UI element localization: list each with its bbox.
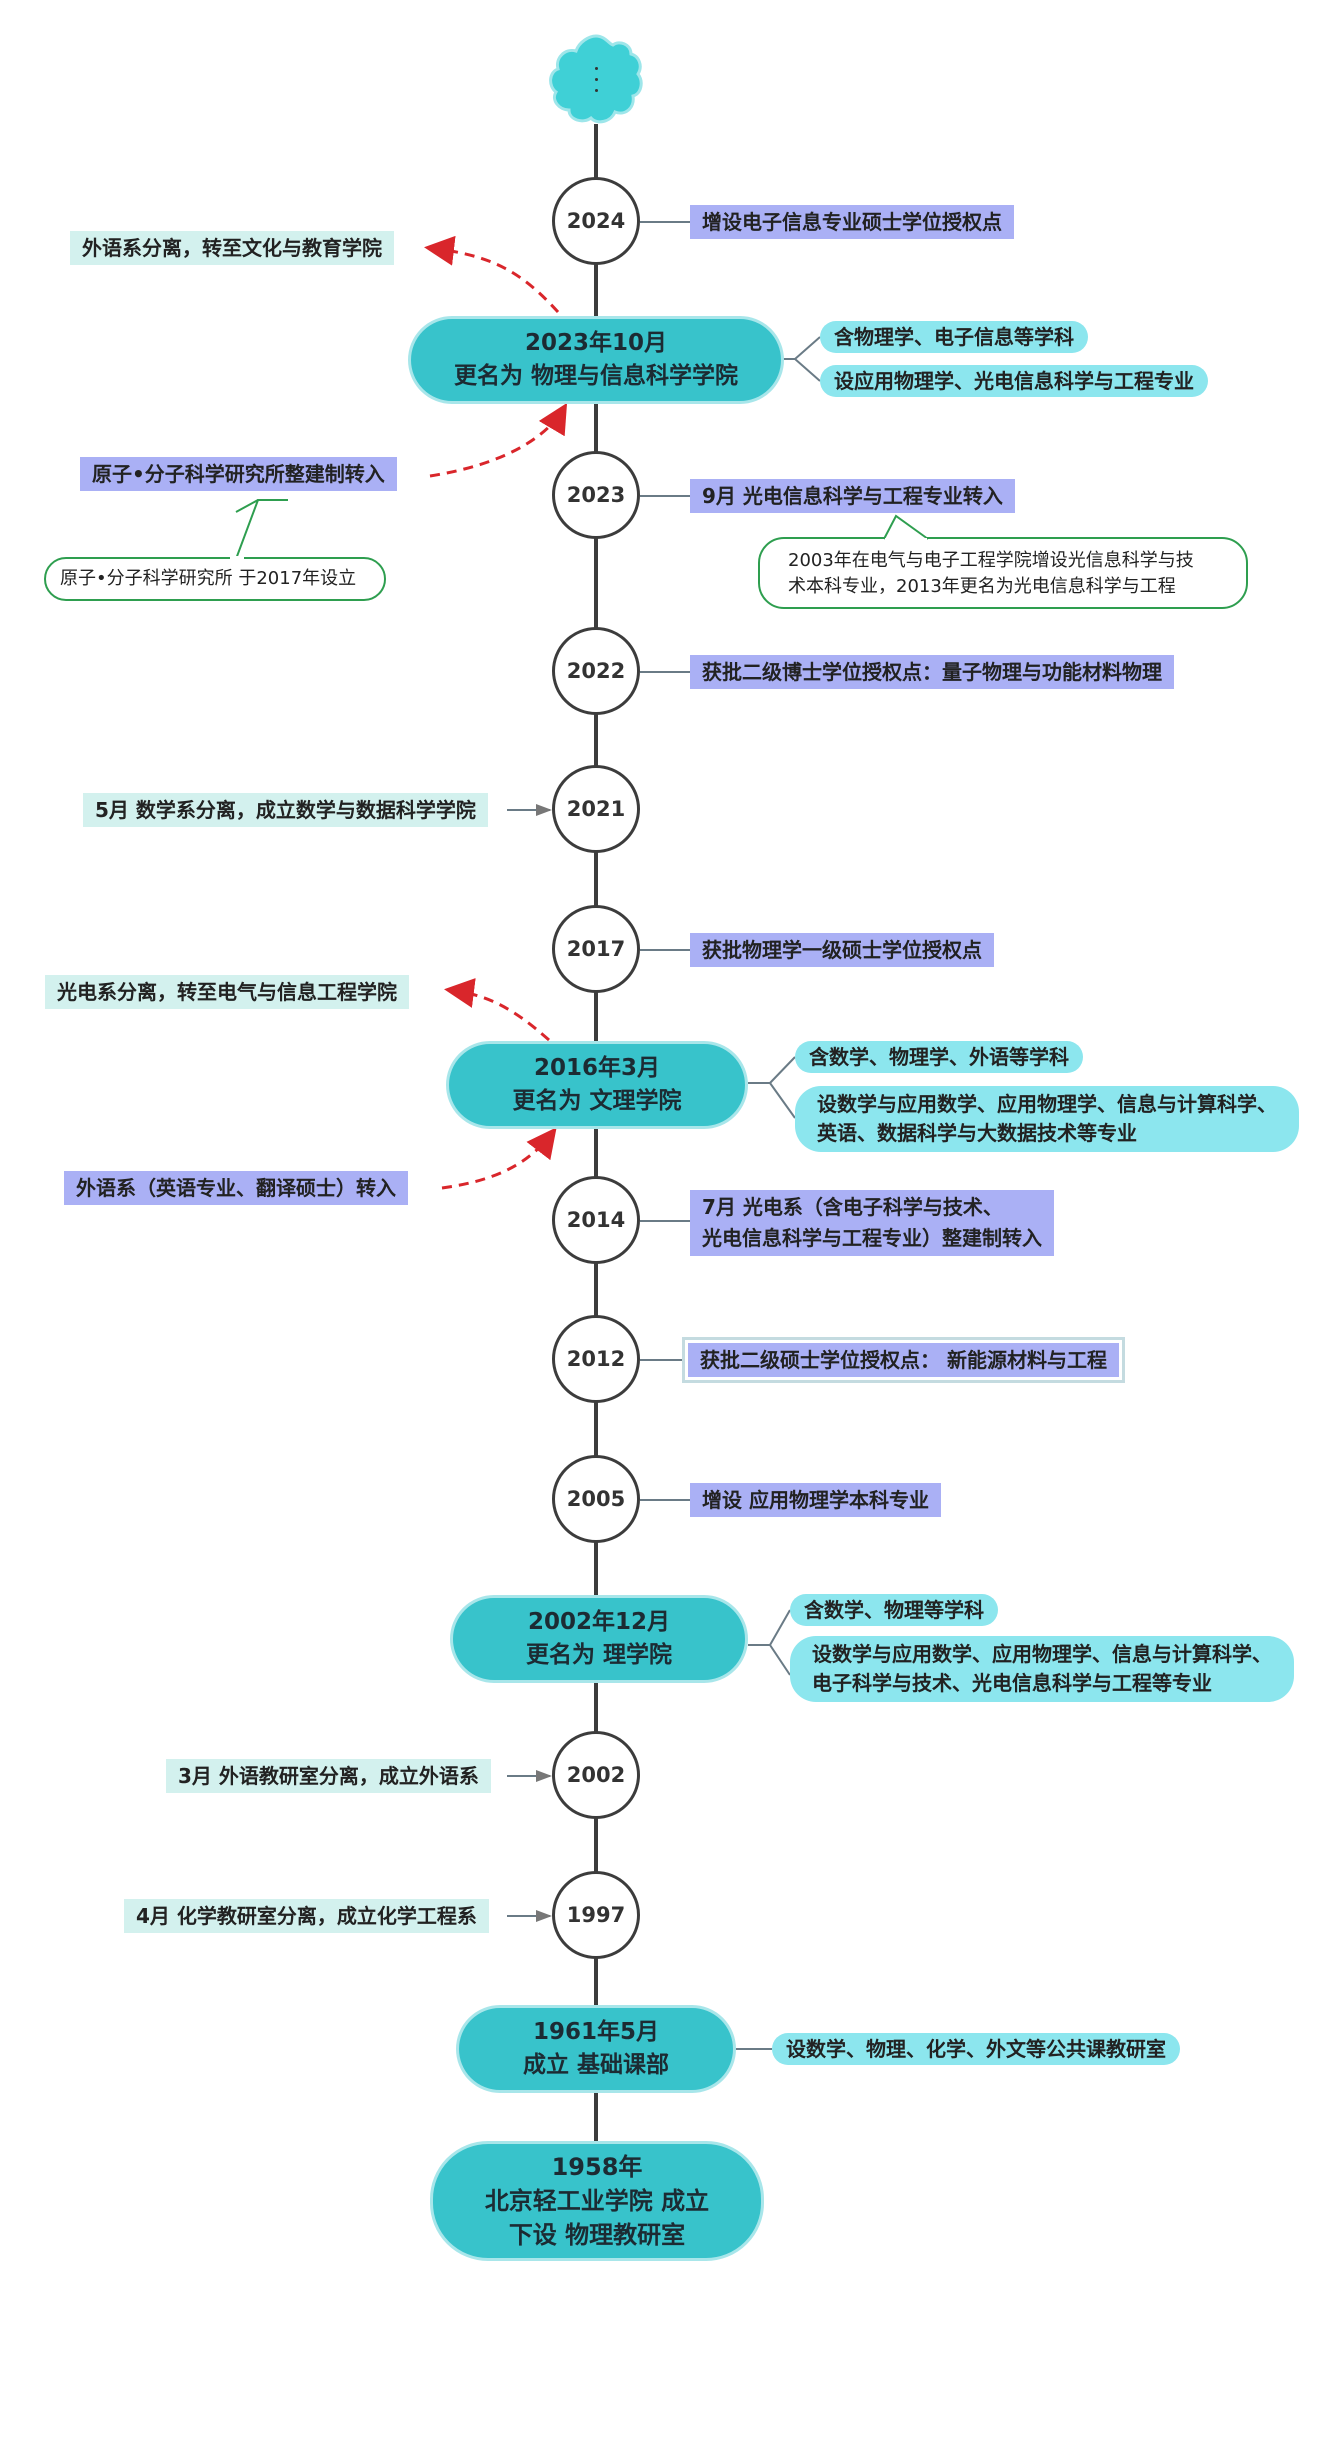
year-node-1997: 1997 (552, 1871, 640, 1959)
year-node-2023: 2023 (552, 451, 640, 539)
ellipsis-dot (594, 88, 598, 92)
callout-atomic-institute: 原子•分子科学研究所 于2017年设立 (44, 557, 386, 601)
timeline-start-cloud-icon (547, 32, 645, 126)
milestone-date: 1958年 (551, 2152, 643, 2181)
callout-optoelectronic-history: 2003年在电气与电子工程学院增设光信息科学与技 术本科专业，2013年更名为光… (758, 537, 1248, 609)
milestone-title: 成立 基础课部 (522, 2052, 669, 2078)
year-node-2022: 2022 (552, 627, 640, 715)
note-2005-applied-physics: 增设 应用物理学本科专业 (690, 1483, 941, 1517)
year-node-2012: 2012 (552, 1315, 640, 1403)
note-2022-doctoral: 获批二级博士学位授权点：量子物理与功能材料物理 (690, 655, 1174, 689)
year-label: 2023 (566, 483, 626, 507)
year-node-2021: 2021 (552, 765, 640, 853)
detail-1961-teaching-offices: 设数学、物理、化学、外文等公共课教研室 (772, 2033, 1180, 2065)
note-2014-opto-dept: 7月 光电系（含电子科学与技术、 光电信息科学与工程专业）整建制转入 (690, 1190, 1054, 1256)
year-label: 2014 (566, 1208, 626, 1232)
year-label: 2005 (566, 1487, 626, 1511)
detail-2002-majors: 设数学与应用数学、应用物理学、信息与计算科学、 电子科学与技术、光电信息科学与工… (790, 1636, 1294, 1702)
milestone-2002-dec: 2002年12月 更名为 理学院 (450, 1595, 748, 1683)
milestone-2023-oct: 2023年10月 更名为 物理与信息科学学院 (408, 316, 784, 404)
detail-2016-majors: 设数学与应用数学、应用物理学、信息与计算科学、 英语、数据科学与大数据技术等专业 (795, 1086, 1299, 1152)
detail-line: 电子科学与技术、光电信息科学与工程等专业 (812, 1671, 1212, 1695)
note-2021-math-split: 5月 数学系分离，成立数学与数据科学学院 (83, 793, 488, 827)
callout-line: 术本科专业，2013年更名为光电信息科学与工程 (788, 576, 1176, 597)
year-node-2014: 2014 (552, 1176, 640, 1264)
year-label: 2021 (566, 797, 626, 821)
milestone-date: 2023年10月 (524, 330, 668, 357)
year-label: 2017 (566, 937, 626, 961)
note-1997-chem-split: 4月 化学教研室分离，成立化学工程系 (124, 1899, 489, 1933)
year-label: 2024 (566, 209, 626, 233)
year-label: 1997 (566, 1903, 626, 1927)
note-atomic-institute-in: 原子•分子科学研究所整建制转入 (80, 457, 397, 491)
milestone-title: 更名为 物理与信息科学学院 (453, 363, 738, 389)
detail-2023-majors: 设应用物理学、光电信息科学与工程专业 (820, 365, 1208, 397)
milestone-1961-may: 1961年5月 成立 基础课部 (456, 2005, 736, 2093)
callout-pointer (883, 514, 929, 540)
year-node-2002: 2002 (552, 1731, 640, 1819)
detail-line: 英语、数据科学与大数据技术等专业 (817, 1121, 1137, 1145)
milestone-1958-founding: 1958年 北京轻工业学院 成立 下设 物理教研室 (430, 2141, 764, 2261)
detail-line: 设数学与应用数学、应用物理学、信息与计算科学、 (812, 1642, 1272, 1666)
note-line: 光电信息科学与工程专业）整建制转入 (702, 1226, 1042, 1250)
year-label: 2012 (566, 1347, 626, 1371)
note-foreign-lang-in: 外语系（英语专业、翻译硕士）转入 (64, 1171, 408, 1205)
ellipsis-dot (594, 77, 598, 81)
note-2024-master-degree: 增设电子信息专业硕士学位授权点 (690, 205, 1014, 239)
milestone-title: 更名为 文理学院 (512, 1088, 682, 1114)
detail-2002-disciplines: 含数学、物理等学科 (790, 1594, 998, 1626)
callout-line: 2003年在电气与电子工程学院增设光信息科学与技 (788, 550, 1194, 571)
milestone-title: 北京轻工业学院 成立 (484, 2186, 710, 2215)
detail-2016-disciplines: 含数学、物理学、外语等学科 (795, 1041, 1083, 1073)
milestone-subtitle: 下设 物理教研室 (508, 2221, 686, 2250)
milestone-2016-mar: 2016年3月 更名为 文理学院 (446, 1041, 748, 1129)
year-label: 2022 (566, 659, 626, 683)
note-2012-new-energy: 获批二级硕士学位授权点： 新能源材料与工程 (682, 1337, 1125, 1383)
milestone-date: 2016年3月 (533, 1055, 661, 1082)
year-node-2017: 2017 (552, 905, 640, 993)
note-line: 7月 光电系（含电子科学与技术、 (702, 1195, 1003, 1219)
note-2017-master: 获批物理学一级硕士学位授权点 (690, 933, 994, 967)
note-2002-lang-split: 3月 外语教研室分离，成立外语系 (166, 1759, 491, 1793)
milestone-title: 更名为 理学院 (525, 1642, 672, 1668)
note-2023-opto-transfer: 9月 光电信息科学与工程专业转入 (690, 479, 1015, 513)
ellipsis-dot (594, 66, 598, 70)
note-opto-split: 光电系分离，转至电气与信息工程学院 (45, 975, 409, 1009)
milestone-date: 2002年12月 (527, 1609, 671, 1636)
detail-line: 设数学与应用数学、应用物理学、信息与计算科学、 (817, 1092, 1277, 1116)
year-node-2005: 2005 (552, 1455, 640, 1543)
callout-pointer (230, 499, 288, 560)
year-node-2024: 2024 (552, 177, 640, 265)
detail-2023-disciplines: 含物理学、电子信息等学科 (820, 321, 1088, 353)
year-label: 2002 (566, 1763, 626, 1787)
note-foreign-lang-split: 外语系分离，转至文化与教育学院 (70, 231, 394, 265)
milestone-date: 1961年5月 (532, 2019, 660, 2046)
callout-text: 原子•分子科学研究所 于2017年设立 (60, 568, 357, 589)
